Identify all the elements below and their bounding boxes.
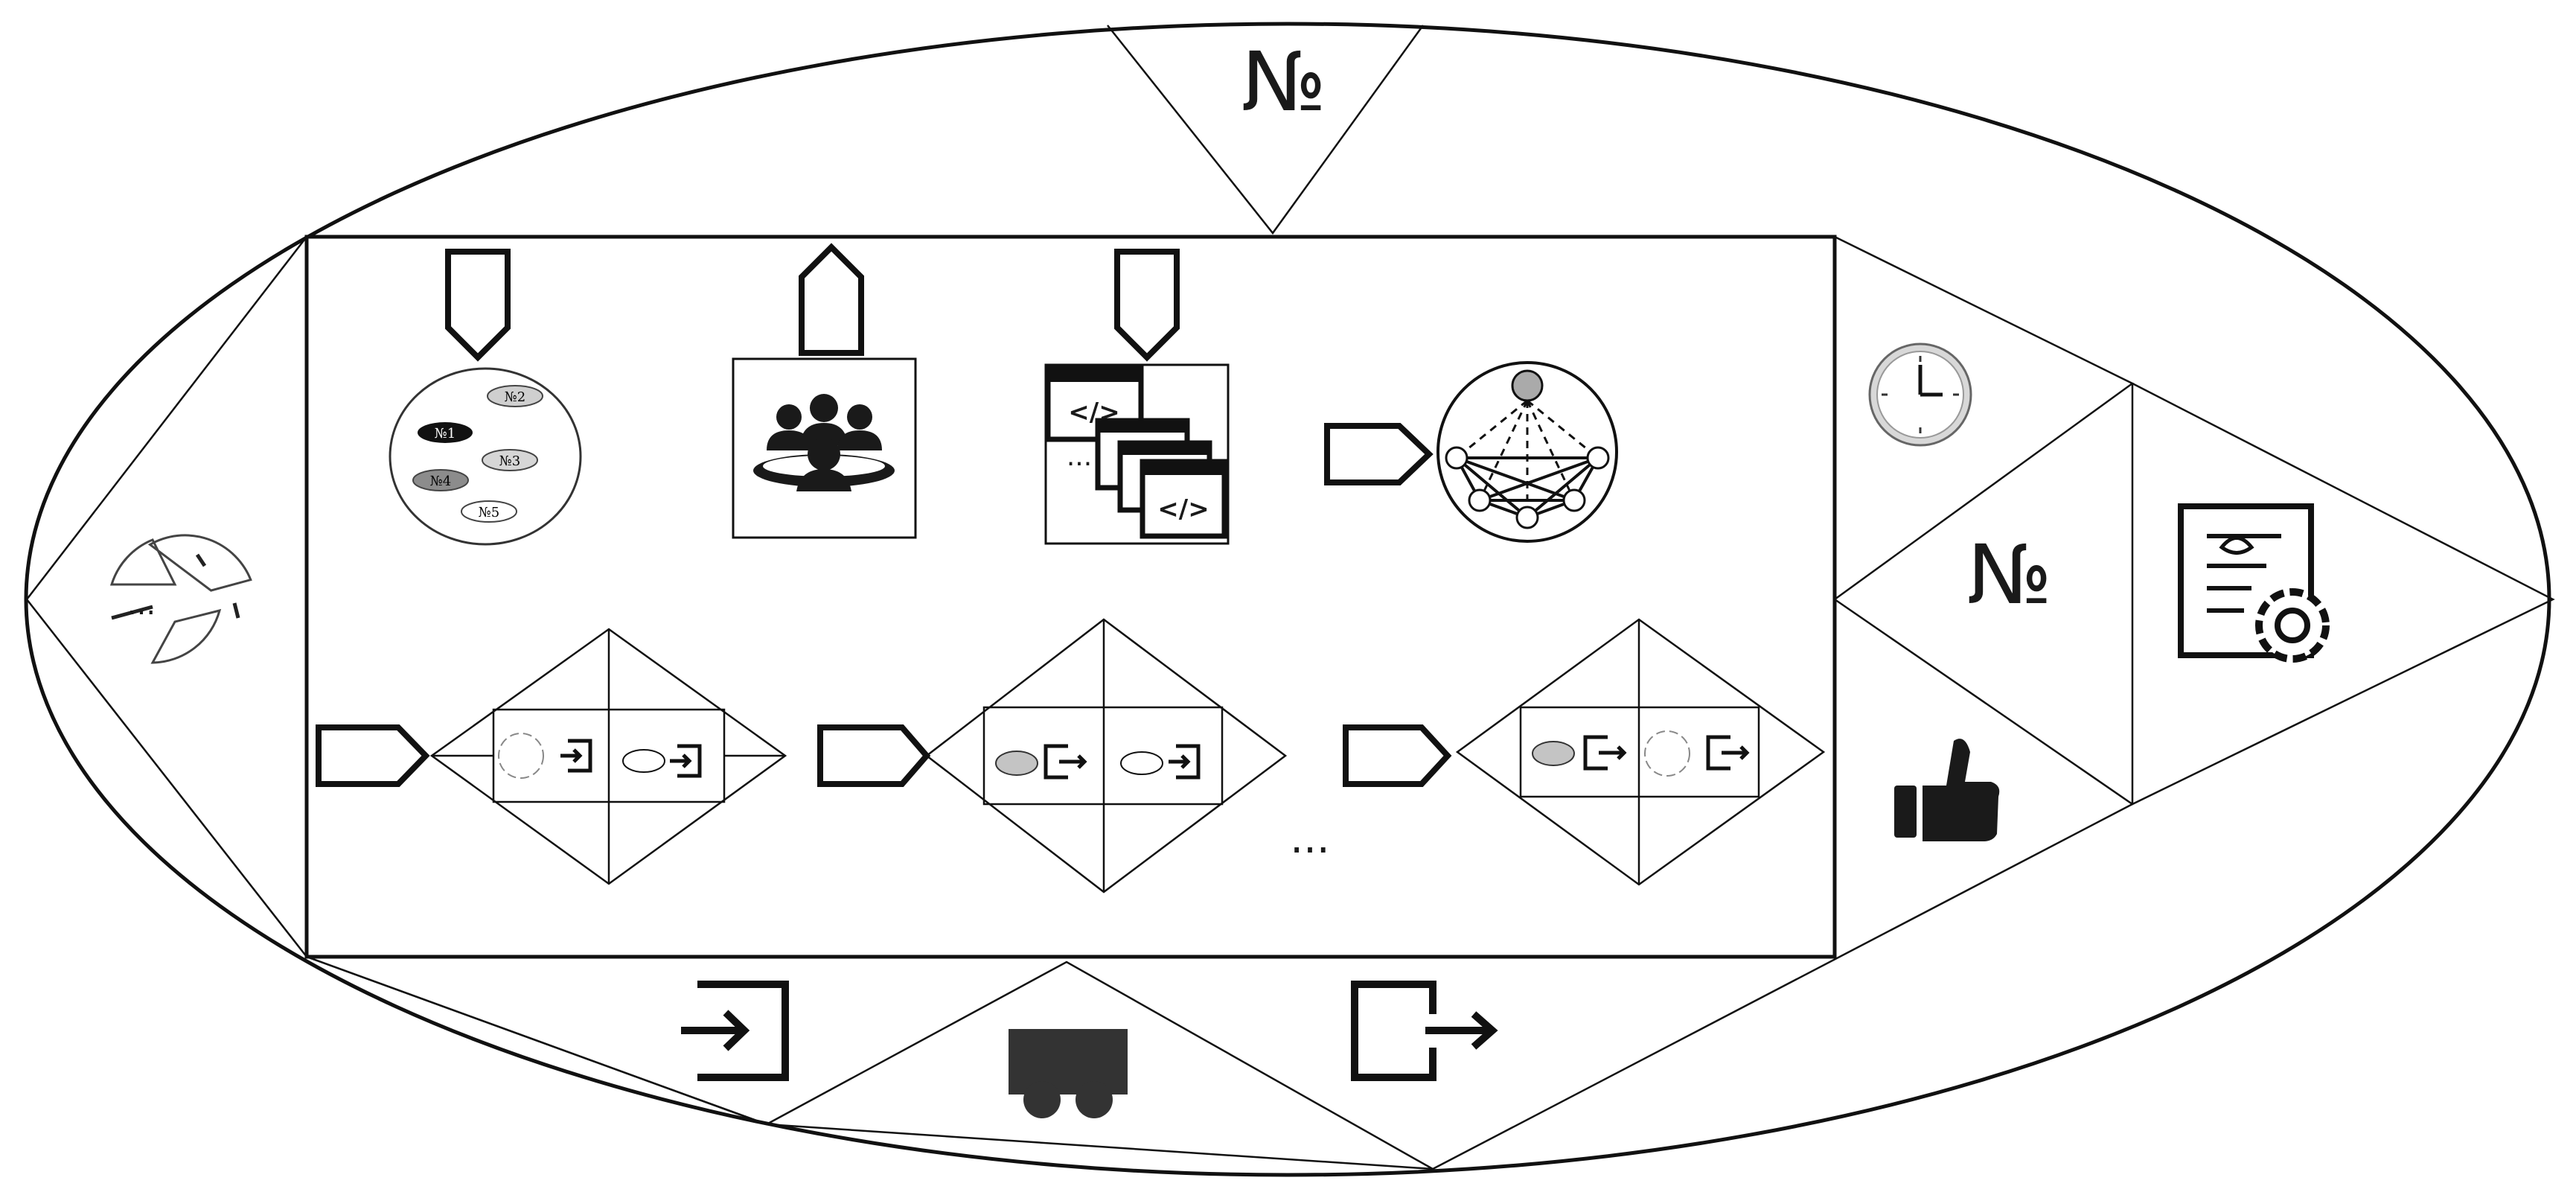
right-arrow-stage-1 (316, 724, 430, 787)
dish-label-1: №1 (435, 426, 456, 442)
stages-ellipsis: ... (1290, 815, 1329, 863)
neural-network-icon (1436, 361, 1618, 543)
exit-icon (1351, 981, 1498, 1081)
dish-label-2: №2 (505, 389, 526, 405)
blueprint-gear-icon (2178, 503, 2330, 663)
exit-small-icon-2 (1583, 735, 1627, 771)
code-windows-icon: </> </> ... (1044, 363, 1230, 545)
broken-disc-small-icon-2 (1644, 730, 1690, 777)
inner-panel (304, 235, 1837, 959)
right-arrow-network (1324, 423, 1434, 485)
exit-small-icon-1 (1043, 744, 1087, 780)
right-number-sign: № (1967, 527, 2052, 622)
enter-small-icon-1 (560, 739, 592, 773)
petri-dish-icon: №1 №2 №3 №4 №5 (389, 367, 582, 546)
outer-ellipse (24, 22, 2551, 1177)
stage-rhombus-1 (429, 628, 787, 885)
dish-label-4: №4 (430, 474, 452, 489)
broken-disc-small-icon (498, 733, 544, 779)
stage-rhombus-2 (924, 618, 1288, 893)
dish-label-3: №3 (499, 453, 521, 469)
oval-white-2 (1120, 751, 1163, 775)
thumbs-up-icon (1894, 739, 2000, 841)
partition-lines (25, 25, 2555, 1170)
team-meeting-icon (732, 357, 917, 539)
enter-small-icon-3 (1169, 744, 1201, 780)
disc-ellipsis: ... (127, 587, 156, 622)
code-symbol-2: </> (1157, 494, 1209, 524)
oval-gray-2 (1532, 741, 1575, 766)
code-windows-ellipsis: ... (1067, 442, 1092, 472)
top-number-sign: № (1241, 34, 1326, 130)
right-arrow-stage-3 (1343, 724, 1452, 787)
oval-gray-1 (995, 751, 1038, 776)
cart-icon (1009, 1029, 1128, 1118)
down-arrow-2 (1114, 249, 1180, 362)
down-arrow-1 (445, 249, 511, 362)
enter-small-icon-2 (670, 744, 702, 778)
stage-rhombus-3 (1455, 618, 1826, 886)
broken-disc-icon: ... (109, 534, 252, 664)
exit-small-icon-3 (1706, 735, 1750, 771)
dish-label-5: №5 (479, 505, 500, 520)
up-arrow (799, 243, 864, 356)
enter-icon (681, 981, 789, 1081)
right-arrow-stage-2 (817, 724, 931, 787)
oval-white-1 (622, 749, 665, 773)
clock-icon (1868, 342, 1972, 447)
